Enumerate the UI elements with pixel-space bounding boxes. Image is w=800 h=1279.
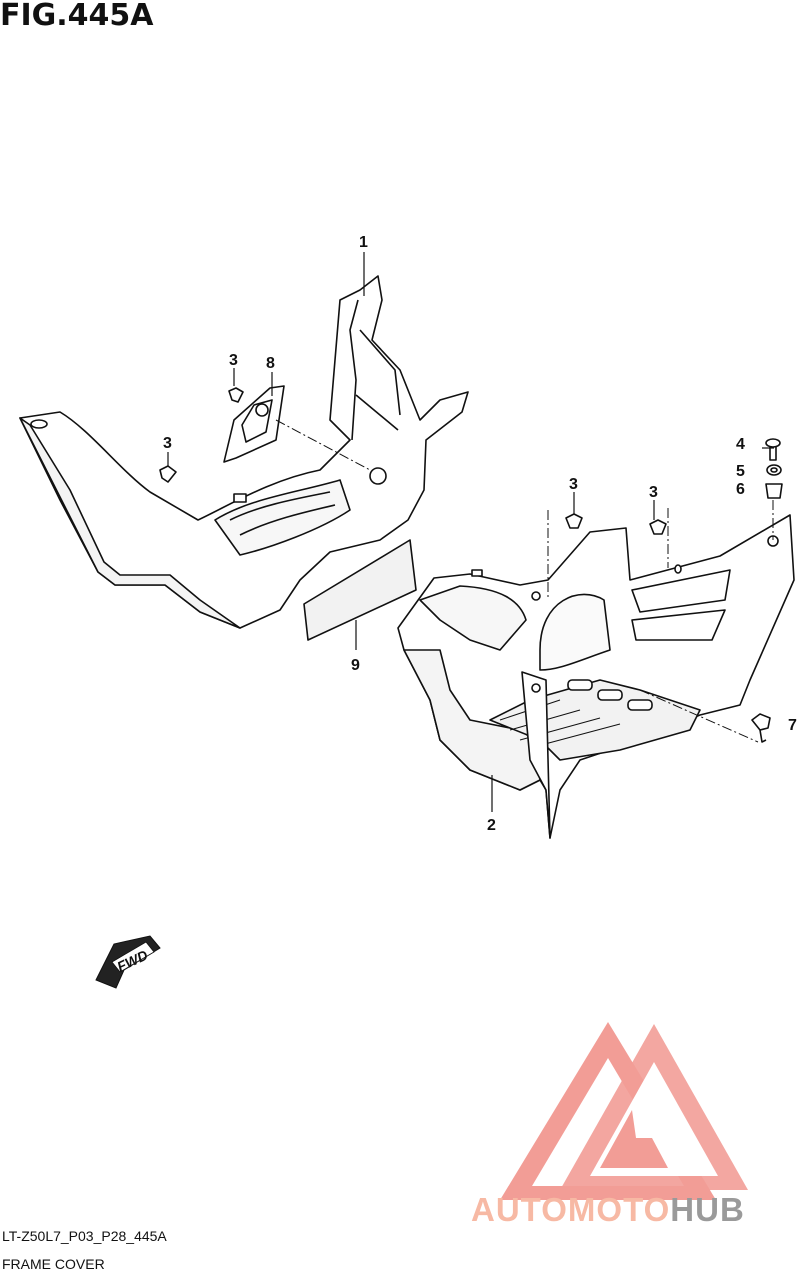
watermark-word-hub: HUB	[670, 1191, 745, 1228]
callout-3-b: 3	[163, 435, 172, 452]
callout-1: 1	[359, 234, 368, 251]
callout-leaders	[167, 252, 774, 812]
washer-part-5-icon	[766, 464, 782, 476]
left-frame-cover	[19, 275, 469, 629]
callout-6: 6	[736, 481, 745, 498]
callout-numbers: 1 2 3 3 3 3 4 5 6 7 8 9	[163, 234, 797, 834]
callout-4: 4	[736, 436, 745, 453]
watermark-text: AUTOMOTOHUB	[471, 1193, 745, 1226]
fwd-arrow-icon: FWD	[95, 935, 161, 989]
callout-8: 8	[266, 355, 275, 372]
callout-2: 2	[487, 817, 496, 834]
figure-title: FIG.445A	[0, 0, 154, 33]
plate-part-9	[303, 539, 417, 641]
screw-part-4-icon	[765, 438, 781, 461]
callout-9: 9	[351, 657, 360, 674]
bolt-part-7-icon	[751, 713, 771, 743]
callout-5: 5	[736, 463, 745, 480]
watermark-logo-icon	[500, 1022, 748, 1200]
figure-code: LT-Z50L7_P03_P28_445A	[2, 1228, 167, 1244]
bracket-part-8	[223, 385, 285, 463]
watermark-word-auto: AUTO	[471, 1191, 568, 1228]
watermark-word-moto: MOTO	[567, 1191, 671, 1228]
callout-3-c: 3	[569, 476, 578, 493]
grommet-part-6-icon	[765, 483, 783, 499]
callout-3-a: 3	[229, 352, 238, 369]
clip-fastener-icon	[159, 387, 667, 535]
figure-name: FRAME COVER	[2, 1256, 105, 1272]
callout-3-d: 3	[649, 484, 658, 501]
leader-lines	[275, 419, 774, 743]
right-frame-cover	[397, 514, 795, 839]
callout-7: 7	[788, 717, 797, 734]
